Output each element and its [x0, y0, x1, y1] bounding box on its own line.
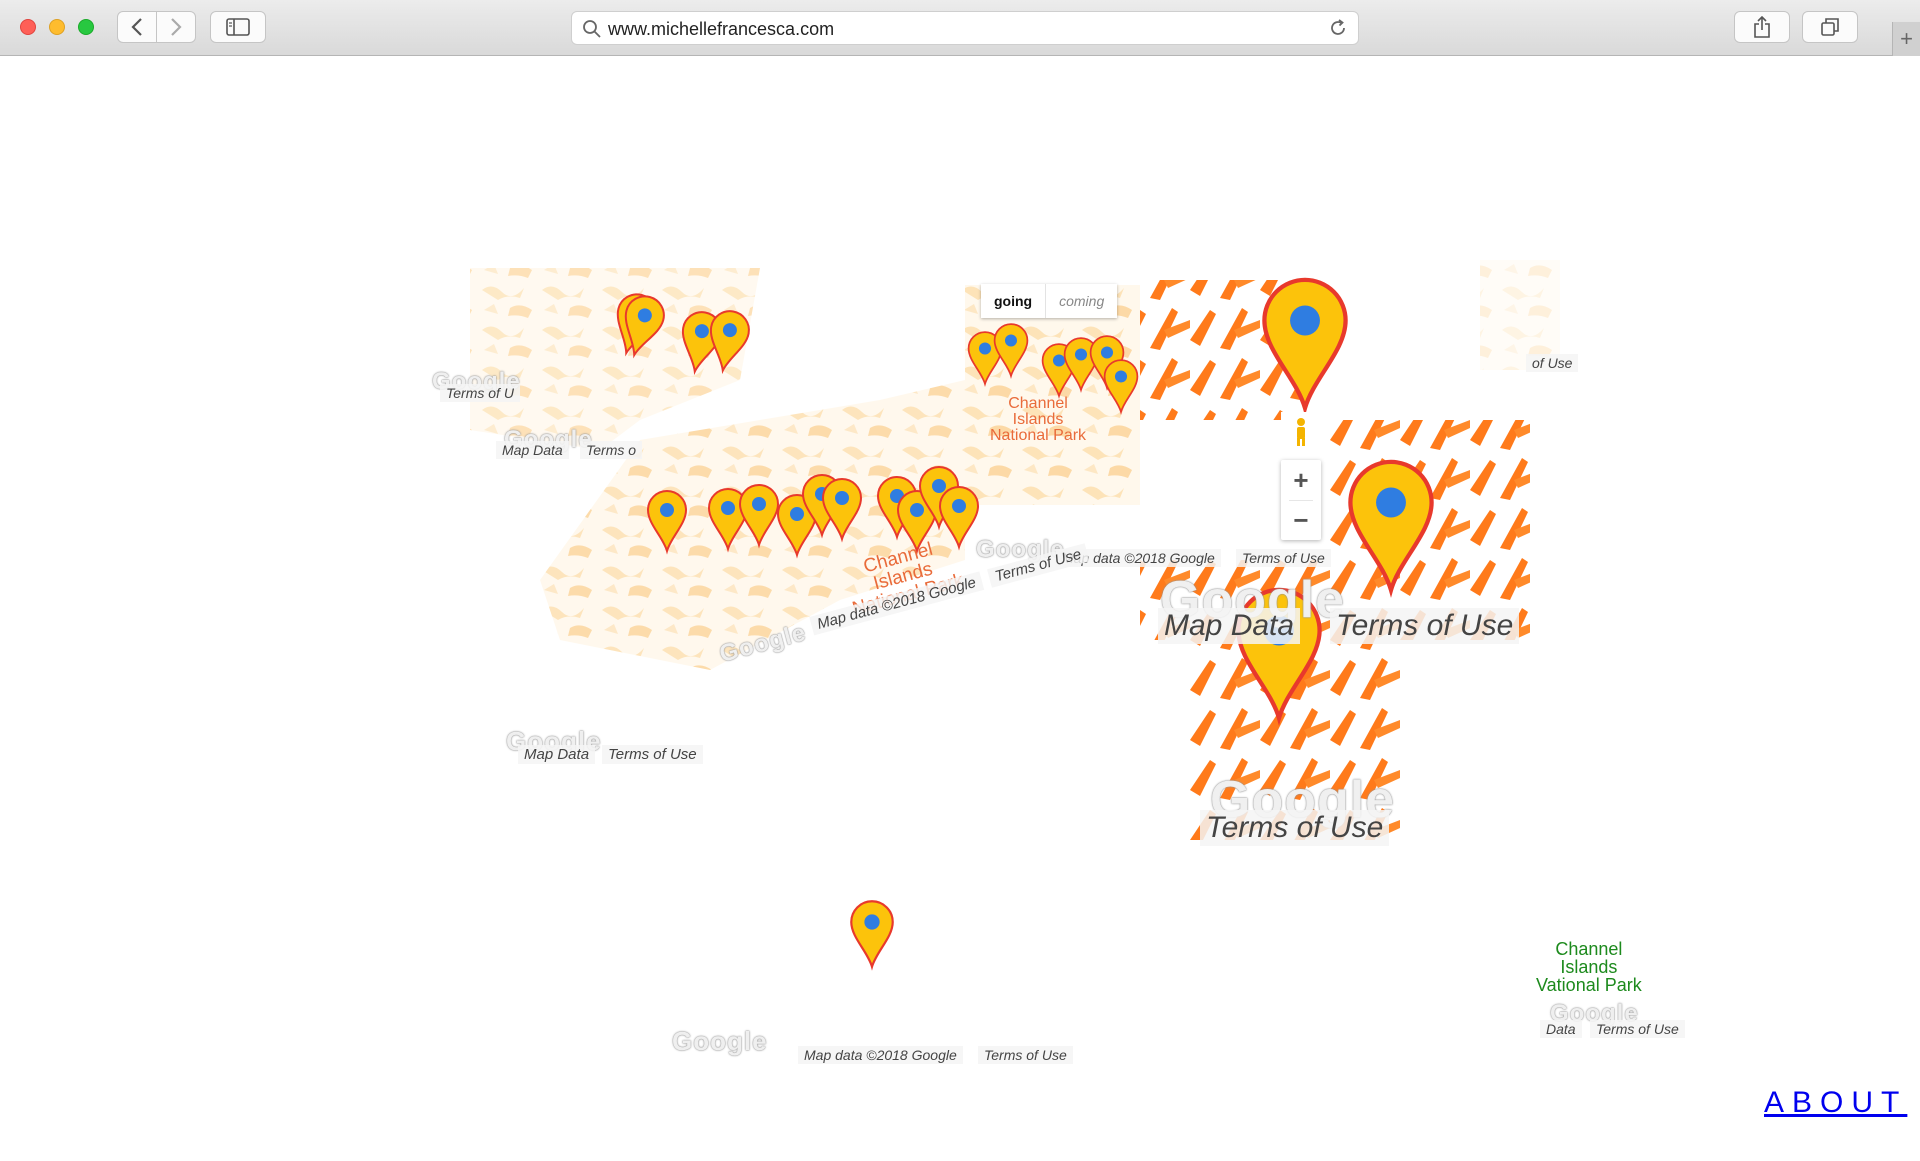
map-marker[interactable] — [645, 486, 689, 556]
sidebar-icon — [226, 18, 250, 36]
zoom-in-button[interactable]: + — [1293, 465, 1309, 495]
terms-of-use-link[interactable]: Terms o — [580, 441, 643, 459]
zoom-divider — [1289, 500, 1313, 501]
map-marker-large[interactable] — [1344, 452, 1438, 600]
map-data-label: Map Data — [496, 441, 569, 459]
google-logo: Google — [672, 1026, 768, 1056]
map-data-label: Data — [1540, 1020, 1582, 1038]
browser-toolbar: www.michellefrancesca.com + — [0, 0, 1920, 56]
zoom-control: + − — [1281, 460, 1321, 540]
pegman-icon — [1297, 418, 1305, 446]
street-view-pegman[interactable] — [1281, 412, 1321, 452]
sidebar-toggle-button[interactable] — [210, 11, 266, 43]
terms-of-use-link[interactable]: Terms of Use — [1330, 608, 1520, 644]
tab-going[interactable]: going — [981, 284, 1047, 318]
terms-of-use-link[interactable]: Terms of Use — [602, 745, 703, 764]
share-button[interactable] — [1734, 11, 1790, 43]
park-label-green: Channel Islands Vational Park — [1536, 939, 1642, 995]
tab-coming[interactable]: coming — [1059, 293, 1105, 309]
zoom-out-button[interactable]: − — [1293, 505, 1309, 535]
terms-of-use-link[interactable]: Terms of Use — [1590, 1020, 1685, 1038]
terms-of-use-link[interactable]: Terms of Use — [978, 1046, 1073, 1064]
url-text: www.michellefrancesca.com — [608, 19, 835, 39]
tabs-icon — [1821, 18, 1839, 36]
park-label: Channel Islands National Park — [990, 395, 1087, 444]
map-marker-large[interactable] — [1258, 270, 1352, 418]
chevron-right-icon — [171, 18, 182, 36]
map-marker[interactable] — [992, 320, 1030, 380]
terms-of-use-link[interactable]: Terms of Use — [1236, 549, 1331, 567]
zoom-window-button[interactable] — [78, 19, 94, 35]
tab-overview-button[interactable] — [1802, 11, 1858, 43]
about-link[interactable]: ABOUT — [1764, 1086, 1908, 1119]
map-data-label: Map data ©2018 Google — [1056, 549, 1221, 567]
new-tab-button[interactable]: + — [1892, 22, 1920, 56]
search-icon — [583, 20, 601, 38]
terms-of-use-link[interactable]: Terms of Use — [1200, 810, 1390, 846]
direction-tabs: going coming — [981, 284, 1118, 318]
forward-button[interactable] — [156, 11, 196, 43]
share-icon — [1754, 16, 1770, 38]
terms-of-use-link[interactable]: Terms of U — [440, 384, 520, 402]
map-data-label: Map Data — [1158, 608, 1301, 644]
back-button[interactable] — [117, 11, 157, 43]
minimize-window-button[interactable] — [49, 19, 65, 35]
map-marker[interactable] — [1102, 356, 1140, 416]
map-data-label: Map Data — [518, 745, 596, 764]
terms-of-use-link[interactable]: of Use — [1526, 354, 1579, 372]
chevron-left-icon — [131, 18, 142, 36]
address-bar[interactable]: www.michellefrancesca.com — [571, 11, 1359, 45]
map-data-label: Map data ©2018 Google — [798, 1046, 963, 1064]
map-marker[interactable] — [848, 896, 896, 972]
reload-icon[interactable] — [1328, 18, 1348, 38]
close-window-button[interactable] — [20, 19, 36, 35]
map-marker[interactable] — [820, 474, 864, 544]
